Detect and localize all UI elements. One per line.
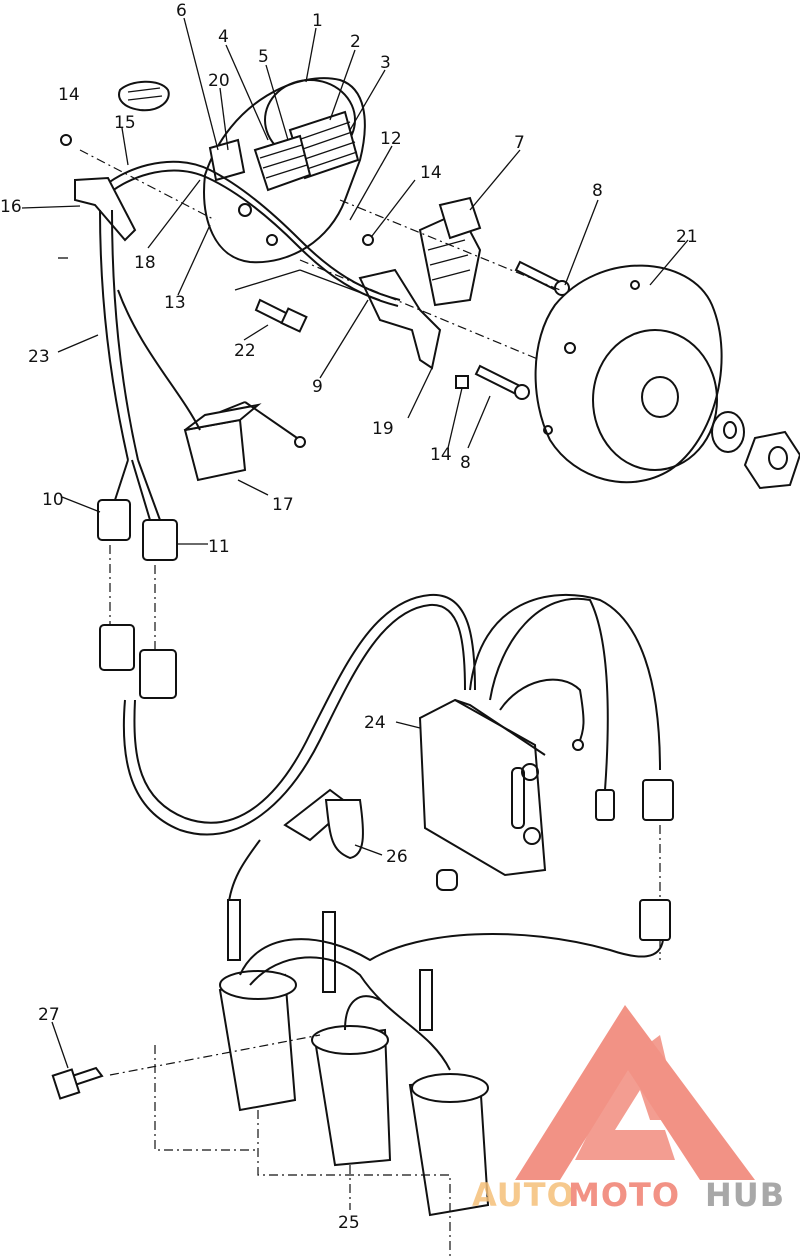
- callout-10: 10: [42, 490, 64, 510]
- automotohub-logo: AUTO MOTO HUB: [472, 1005, 785, 1214]
- callout-22: 22: [234, 341, 256, 361]
- callout-21: 21: [676, 227, 698, 247]
- cdi-output-wires: [469, 593, 674, 821]
- callout-4: 4: [218, 27, 229, 47]
- callout-5: 5: [258, 47, 269, 67]
- main-harness-cable: [122, 593, 476, 836]
- logo-triangle-outer: [515, 1005, 755, 1180]
- grommet-wire: [118, 80, 170, 112]
- pickup-coil-bracket: [358, 268, 442, 370]
- assembly-leader-lines: [79, 149, 561, 1257]
- callout-26: 26: [386, 847, 408, 867]
- callout-2: 2: [350, 32, 361, 52]
- callout-14-top: 14: [58, 85, 80, 105]
- callout-14-low: 14: [430, 445, 452, 465]
- callout-14-mid: 14: [420, 163, 442, 183]
- connector-mating-pair: [99, 545, 177, 699]
- callout-13: 13: [164, 293, 186, 313]
- callout-7: 7: [514, 133, 525, 153]
- callout-25: 25: [338, 1213, 360, 1233]
- callout-8-lower: 8: [460, 453, 471, 473]
- harness-to-connectors: [99, 209, 201, 521]
- callout-18: 18: [134, 253, 156, 273]
- lighting-coil: [253, 134, 312, 192]
- callout-24: 24: [364, 713, 386, 733]
- callout-27: 27: [38, 1005, 60, 1025]
- callout-1: 1: [312, 11, 323, 31]
- bolt-8-lower: [474, 364, 530, 400]
- stator-wire-harness: [99, 160, 401, 307]
- flywheel-washer: [711, 411, 745, 453]
- callout-19: 19: [372, 419, 394, 439]
- spark-plug-cap: [227, 788, 364, 911]
- wire-clamp: [208, 138, 246, 182]
- screw-22: [254, 298, 308, 333]
- coil-mounting-bolt: [51, 1066, 104, 1100]
- cdi-unit: [418, 698, 547, 877]
- bolt-8-upper: [514, 260, 570, 296]
- callout-12: 12: [380, 129, 402, 149]
- callout-16: 16: [0, 197, 22, 217]
- callout-23: 23: [28, 347, 50, 367]
- callout-leaders: [21, 17, 689, 1069]
- callout-3: 3: [380, 53, 391, 73]
- coil-wiring: [239, 825, 671, 1071]
- callout-15: 15: [114, 113, 136, 133]
- callout-8-upper: 8: [592, 181, 603, 201]
- rubber-cap: [436, 869, 458, 891]
- wire-guide-bracket: [74, 176, 137, 242]
- ignition-coil-2: [311, 911, 392, 1167]
- callout-11: 11: [208, 537, 230, 557]
- callout-17: 17: [272, 495, 294, 515]
- callout-20: 20: [208, 71, 230, 91]
- flywheel-rotor: [534, 264, 723, 484]
- connector-10: [97, 499, 131, 541]
- callout-6: 6: [176, 1, 187, 21]
- callout-labels: 1 2 3 4 5 6 7 8 8 9 10 11 12 13 14 14 14…: [0, 1, 698, 1233]
- screw-14-top: [60, 134, 72, 146]
- rectifier-regulator: [183, 401, 306, 482]
- flywheel-nut: [743, 430, 800, 490]
- ignition-coil-1: [218, 899, 297, 1112]
- connector-11: [142, 519, 178, 561]
- ignition-coil-3: [408, 969, 490, 1217]
- logo-inner-mark: [575, 1035, 680, 1160]
- logo-text-moto: MOTO: [568, 1176, 680, 1214]
- screw-14-low: [455, 375, 469, 389]
- screw-14-mid: [362, 234, 374, 246]
- callout-9: 9: [312, 377, 323, 397]
- logo-text-hub: HUB: [705, 1176, 785, 1214]
- logo-text-auto: AUTO: [472, 1176, 575, 1214]
- pickup-coil: [418, 196, 482, 307]
